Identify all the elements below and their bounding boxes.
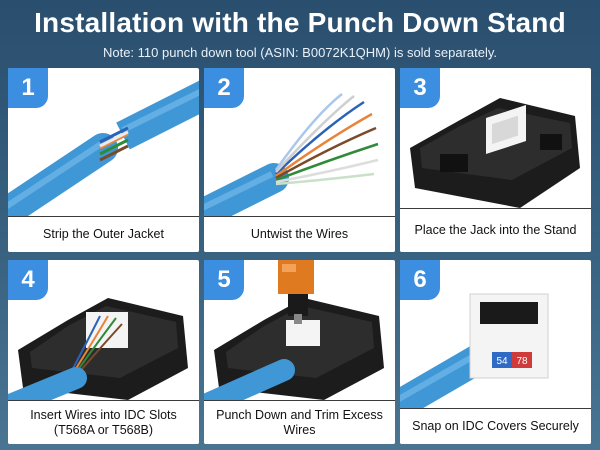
step-card-5: 5 Punch Down and Trim Excess Wires (204, 260, 395, 444)
steps-grid: 1 Strip the Outer Jacket 2 (8, 68, 592, 444)
jack-label-left: 54 (496, 356, 508, 367)
step-card-1: 1 Strip the Outer Jacket (8, 68, 199, 252)
step-number-badge: 2 (204, 68, 244, 108)
step-caption: Insert Wires into IDC Slots (T568A or T5… (8, 400, 199, 444)
step-card-2: 2 Untwist the Wires (204, 68, 395, 252)
insert-wires-illustration (8, 298, 188, 410)
punch-down-stand-illustration (410, 98, 580, 208)
step-number-badge: 6 (400, 260, 440, 300)
step-caption: Strip the Outer Jacket (8, 216, 199, 252)
untwisted-wires-illustration (204, 93, 379, 218)
step-card-3: 3 Place the Jack into the Stand (400, 68, 591, 252)
step-card-4: 4 Insert Wires into IDC Slots (T568A or … (8, 260, 199, 444)
header: Installation with the Punch Down Stand N… (0, 0, 600, 66)
stripped-cable-illustration (8, 80, 199, 218)
step-number-badge: 1 (8, 68, 48, 108)
punch-tool-illustration (204, 260, 384, 410)
page-title: Installation with the Punch Down Stand (34, 7, 566, 38)
step-number-badge: 4 (8, 260, 48, 300)
step-caption: Place the Jack into the Stand (400, 208, 591, 252)
step-number-badge: 5 (204, 260, 244, 300)
step-caption: Punch Down and Trim Excess Wires (204, 400, 395, 444)
page-note: Note: 110 punch down tool (ASIN: B0072K1… (102, 45, 498, 60)
jack-label-right: 78 (516, 356, 528, 367)
step-caption: Snap on IDC Covers Securely (400, 408, 591, 444)
step-caption: Untwist the Wires (204, 216, 395, 252)
step-number-badge: 3 (400, 68, 440, 108)
step-card-6: 6 54 78 Snap on IDC Covers Securely (400, 260, 591, 444)
assembled-jack-illustration: 54 78 (400, 293, 549, 410)
